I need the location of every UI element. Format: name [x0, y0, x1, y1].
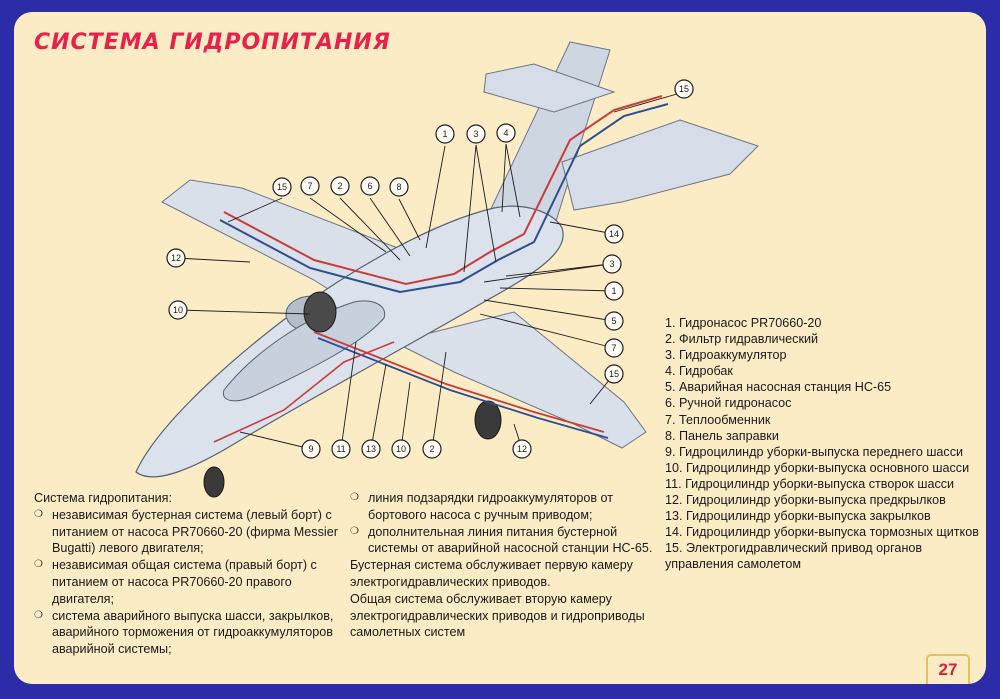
svg-text:9: 9 [308, 444, 313, 454]
left-main-wheel [303, 291, 337, 333]
svg-text:5: 5 [611, 316, 616, 326]
svg-text:10: 10 [396, 444, 406, 454]
svg-text:4: 4 [503, 128, 508, 138]
cockpit-canopy [222, 300, 386, 402]
callout-3-top: 3 [466, 124, 486, 144]
callout-7-right: 7 [604, 338, 624, 358]
hydraulic-line-common [219, 103, 669, 294]
callout-2-top: 2 [330, 176, 350, 196]
callout-5: 5 [604, 311, 624, 331]
callout-7-top: 7 [300, 176, 320, 196]
svg-text:1: 1 [611, 286, 616, 296]
callout-11: 11 [331, 439, 351, 459]
callout-13: 13 [361, 439, 381, 459]
legend-item: 7. Теплообменник [665, 412, 771, 427]
callout-1-top: 1 [435, 124, 455, 144]
legend-item: 12. Гидроцилиндр уборки-выпуска предкрыл… [665, 493, 946, 508]
svg-text:8: 8 [396, 182, 401, 192]
svg-text:13: 13 [366, 444, 376, 454]
description-right-column: линия подзарядки гидроаккумуляторов от б… [350, 490, 660, 641]
description-heading: Система гидропитания: [34, 491, 172, 505]
legend-list: 1. Гидронасос PR70660-20 2. Фильтр гидра… [665, 315, 985, 573]
right-main-wheel [474, 400, 502, 440]
description-bullet: дополнительная линия питания бустерной с… [350, 524, 660, 558]
legend-item: 2. Фильтр гидравлический [665, 332, 819, 347]
legend-item: 10. Гидроцилиндр уборки-выпуска основног… [665, 460, 970, 475]
callout-8: 8 [389, 177, 409, 197]
aircraft-illustration [135, 41, 759, 498]
description-bullet: независимая бустерная система (левый бор… [34, 507, 352, 557]
callout-2-bottom: 2 [422, 439, 442, 459]
legend-item: 4. Гидробак [665, 364, 733, 379]
page-title: СИСТЕМА ГИДРОПИТАНИЯ [34, 30, 391, 55]
hydraulic-line-boost [223, 95, 663, 286]
callout-15-tail: 15 [674, 79, 694, 99]
svg-text:10: 10 [173, 305, 183, 315]
hydraulic-line-front [213, 341, 395, 443]
svg-text:15: 15 [609, 369, 619, 379]
callout-15-right-wing: 15 [604, 364, 624, 384]
svg-text:12: 12 [517, 444, 527, 454]
legend-item: 13. Гидроцилиндр уборки-выпуска закрылко… [665, 509, 931, 524]
callout-10-bottom: 10 [391, 439, 411, 459]
callout-14: 14 [604, 224, 624, 244]
callout-9: 9 [301, 439, 321, 459]
svg-text:3: 3 [609, 259, 614, 269]
description-bullet: система аварийного выпуска шасси, закрыл… [34, 608, 352, 658]
page-sheet: 1 3 4 15 7 2 6 8 15 14 12 3 1 5 10 7 15 … [14, 12, 986, 684]
description-paragraph: Общая система обслуживает вторую камеру … [350, 591, 645, 640]
callout-4: 4 [496, 123, 516, 143]
legend-item: 1. Гидронасос PR70660-20 [665, 316, 822, 330]
hydraulic-line-wing [313, 331, 605, 433]
svg-text:7: 7 [611, 343, 616, 353]
callout-3-right: 3 [602, 254, 622, 274]
svg-text:7: 7 [307, 181, 312, 191]
aircraft-diagram: 1 3 4 15 7 2 6 8 15 14 12 3 1 5 10 7 15 … [135, 41, 759, 498]
svg-text:1: 1 [442, 129, 447, 139]
legend-item: 6. Ручной гидронасос [665, 396, 792, 411]
nose-wheel [203, 466, 225, 498]
svg-text:15: 15 [277, 182, 287, 192]
description-bullet: независимая общая система (правый борт) … [34, 557, 352, 607]
legend-item: 14. Гидроцилиндр уборки-выпуска тормозны… [665, 525, 979, 540]
left-stabilizer [483, 63, 616, 113]
legend-item: 11. Гидроцилиндр уборки-выпуска створок … [665, 476, 955, 491]
page-number: 27 [926, 654, 970, 684]
svg-text:3: 3 [473, 129, 478, 139]
callout-12-left: 12 [166, 248, 186, 268]
description-paragraph: Бустерная система обслуживает первую кам… [350, 558, 633, 589]
svg-text:12: 12 [171, 253, 181, 263]
right-stabilizer [561, 119, 759, 211]
legend-item: 5. Аварийная насосная станция НС-65 [665, 380, 892, 395]
description-left-column: Система гидропитания: независимая бустер… [34, 490, 352, 658]
svg-text:15: 15 [679, 84, 689, 94]
legend-item: 15. Электрогидравлический привод органов… [665, 541, 923, 572]
callout-15-left-wing: 15 [272, 177, 292, 197]
legend-item: 3. Гидроаккумулятор [665, 348, 787, 363]
svg-text:2: 2 [337, 181, 342, 191]
callout-1-right: 1 [604, 281, 624, 301]
svg-text:6: 6 [367, 181, 372, 191]
svg-text:2: 2 [429, 444, 434, 454]
description-bullet: линия подзарядки гидроаккумуляторов от б… [350, 490, 660, 524]
legend-item: 9. Гидроцилиндр уборки-выпуска переднего… [665, 444, 964, 459]
callout-6: 6 [360, 176, 380, 196]
callout-12-bottom: 12 [512, 439, 532, 459]
svg-text:11: 11 [336, 444, 345, 454]
callout-10-left: 10 [168, 300, 188, 320]
svg-text:14: 14 [609, 229, 619, 239]
legend-item: 8. Панель заправки [665, 428, 779, 443]
